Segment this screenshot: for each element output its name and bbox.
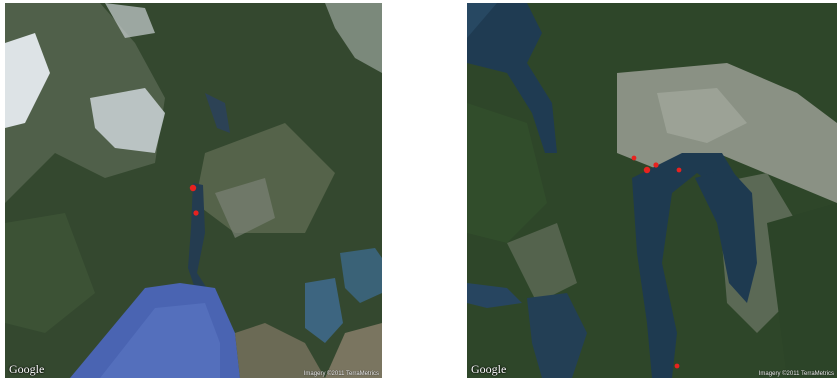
imagery-attribution: Imagery ©2011 TerraMetrics — [303, 371, 379, 377]
location-marker[interactable] — [193, 210, 199, 216]
google-logo[interactable]: Google — [471, 362, 507, 376]
imagery-attribution: Imagery ©2011 TerraMetrics — [758, 371, 834, 377]
location-marker[interactable] — [643, 166, 651, 174]
satellite-imagery — [5, 3, 382, 378]
satellite-map-left[interactable]: Google Imagery ©2011 TerraMetrics — [5, 3, 382, 378]
satellite-map-right[interactable]: Google Imagery ©2011 TerraMetrics — [467, 3, 837, 378]
location-marker[interactable] — [189, 184, 197, 192]
location-marker[interactable] — [653, 162, 659, 168]
satellite-imagery — [467, 3, 837, 378]
location-marker[interactable] — [674, 363, 680, 369]
location-marker[interactable] — [676, 167, 682, 173]
google-logo[interactable]: Google — [9, 362, 45, 376]
location-marker[interactable] — [631, 155, 637, 161]
